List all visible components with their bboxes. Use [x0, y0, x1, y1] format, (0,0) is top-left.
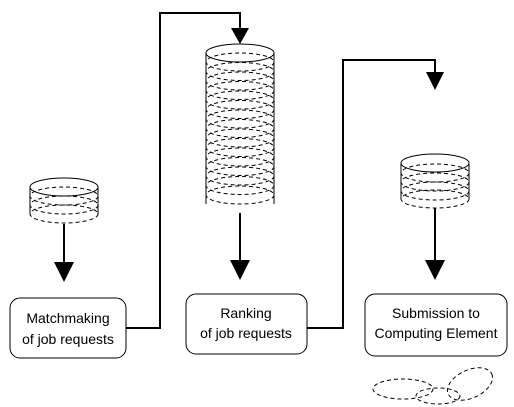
box-ranking-line-2: of job requests: [200, 325, 292, 341]
box-submission-line-2: Computing Element: [375, 325, 498, 341]
job-stack-submission: [400, 153, 470, 209]
arrow-down-to-matchmaking: [54, 224, 74, 282]
box-submission: Submission to Computing Element: [364, 293, 508, 357]
stack-ring: [205, 176, 275, 195]
stack-ring: [205, 157, 275, 176]
stack-ring: [205, 128, 275, 148]
stack-ring: [205, 109, 275, 129]
arrowhead-to-ranking-stack: [231, 28, 249, 44]
stack-ring: [205, 90, 275, 110]
box-matchmaking: Matchmaking of job requests: [9, 297, 127, 359]
box-submission-line-1: Submission to: [392, 305, 480, 321]
stack-ring: [205, 52, 275, 72]
stack-ring: [205, 81, 275, 100]
stack-ring: [205, 147, 275, 167]
arrowhead-to-submission-stack: [426, 72, 444, 90]
box-ranking-line-1: Ranking: [220, 305, 271, 321]
arrow-down-to-ranking: [230, 213, 250, 280]
stack-ring: [205, 138, 275, 157]
box-matchmaking-line-2: of job requests: [22, 331, 114, 347]
connector-line-matchmaking-to-ranking: [126, 12, 241, 329]
arrow-down-to-submission: [425, 208, 445, 280]
stack-ring: [205, 185, 275, 205]
job-stack-ranking: [205, 43, 275, 205]
connector-line-ranking-to-submission: [307, 59, 436, 329]
stack-ring: [205, 100, 275, 119]
stack-ring: [205, 119, 275, 138]
stack-ring: [205, 62, 275, 81]
dispatched-jobs-ellipses: [372, 367, 494, 405]
job-stack-matchmaking: [29, 177, 99, 224]
stack-ring: [205, 71, 275, 91]
stack-ring: [205, 166, 275, 186]
box-ranking: Ranking of job requests: [185, 293, 308, 355]
box-matchmaking-line-1: Matchmaking: [26, 310, 109, 326]
